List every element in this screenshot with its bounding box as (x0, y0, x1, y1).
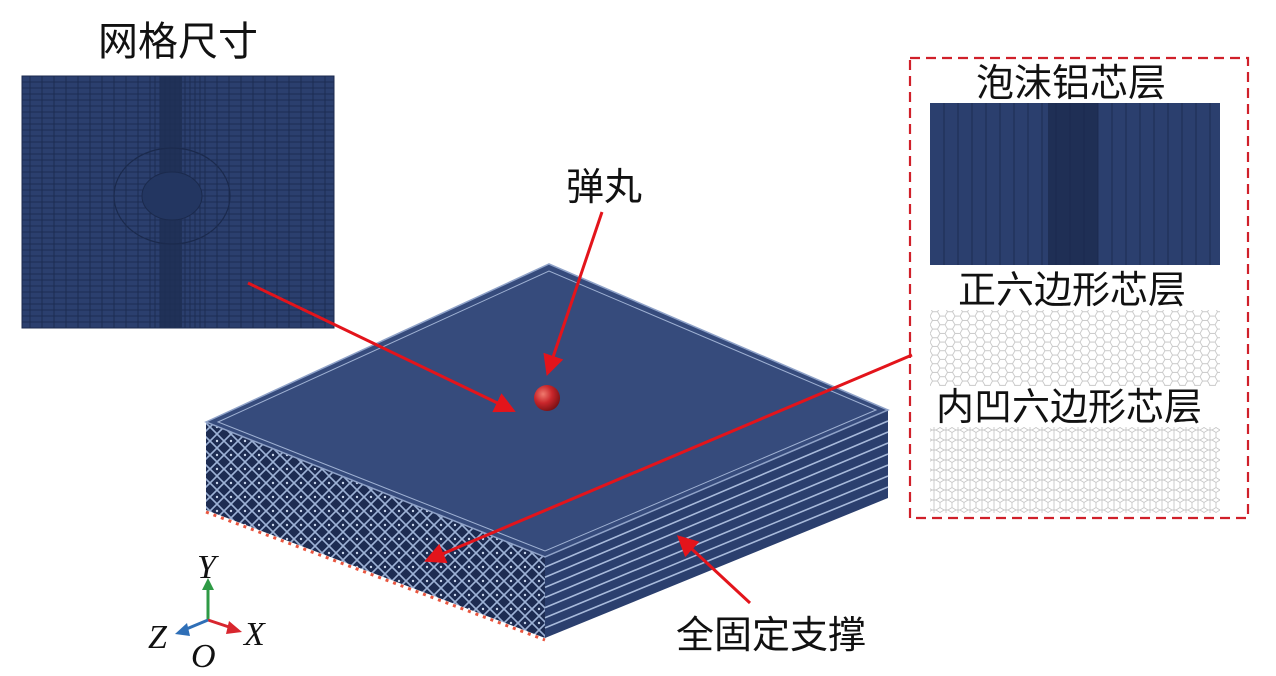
plate-layer-edge (544, 431, 889, 578)
coordinate-triad (175, 578, 242, 636)
foam-core-label: 泡沫铝芯层 (976, 61, 1167, 105)
foam-core-swatch-band (1048, 103, 1098, 265)
plate-layer-edge (544, 453, 889, 599)
support-arrow (676, 535, 752, 605)
plate-side-front-left (206, 422, 545, 638)
axis-z-label: Z (148, 619, 167, 656)
annotation-arrows (247, 211, 913, 605)
projectile-arrow (543, 211, 604, 376)
plate-layer-edge (544, 420, 889, 568)
projectile-label: 弹丸 (566, 165, 643, 209)
foam-core-swatch-lines (943, 103, 1211, 265)
hexagonal-core-label: 正六边形芯层 (958, 268, 1187, 312)
fixed-support-label: 全固定支撑 (676, 613, 867, 657)
axis-x-label: X (244, 616, 265, 653)
core-layers-legend-box (908, 56, 1250, 520)
plate-layer-edge (544, 442, 889, 589)
plate-side-front-right (544, 410, 889, 638)
mesh-size-label: 网格尺寸 (98, 19, 258, 65)
core-arrow (424, 353, 913, 564)
axis-y-label: Y (197, 549, 216, 586)
axis-y-head (202, 578, 214, 590)
axis-z-head (175, 623, 190, 636)
plate-layer-edge (544, 486, 889, 629)
plate-layer-edge (544, 475, 889, 619)
axis-x-head (226, 621, 242, 634)
plate-top-inner-border (216, 270, 878, 552)
mesh-impact-zone-inner (141, 171, 203, 221)
reentrant-core-swatch (930, 427, 1220, 513)
mesh-impact-zone (113, 147, 231, 245)
axis-origin-label: O (191, 638, 216, 675)
projectile-ball (534, 385, 560, 411)
plate-side-right-face (545, 410, 888, 638)
mesh-size-inset (21, 75, 335, 329)
hexagonal-core-swatch (930, 310, 1220, 386)
reentrant-core-label: 内凹六边形芯层 (936, 385, 1203, 429)
projectile (534, 385, 560, 411)
mesh-arrow (247, 281, 516, 413)
plate-layer-edge (544, 464, 889, 609)
legend-dashed-border (908, 56, 1250, 520)
